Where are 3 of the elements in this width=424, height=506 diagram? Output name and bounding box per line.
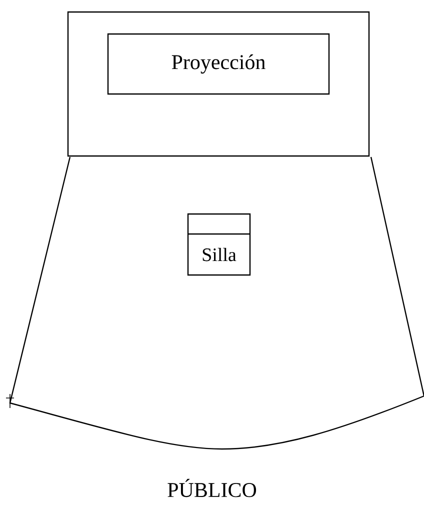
chair-box: Silla	[187, 213, 251, 276]
projection-box: Proyección	[107, 33, 330, 95]
stage-box	[67, 11, 370, 157]
